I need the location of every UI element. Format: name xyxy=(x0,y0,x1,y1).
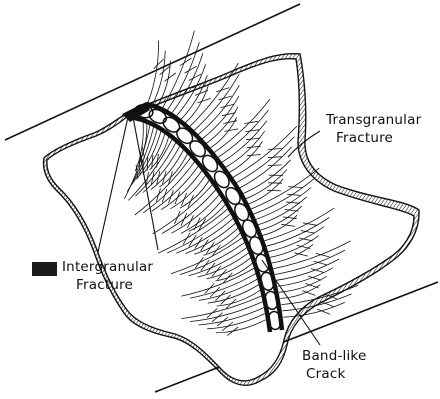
label-transgranular-line2: Fracture xyxy=(326,129,421,147)
label-intergranular-line2: Fracture xyxy=(62,276,153,294)
label-transgranular-line1: Transgranular xyxy=(326,111,421,129)
river-branch xyxy=(165,73,176,81)
label-intergranular: Intergranular Fracture xyxy=(62,258,153,294)
surface-face xyxy=(47,59,414,381)
label-band-like-line2: Crack xyxy=(302,365,366,383)
label-band-like: Band-like Crack xyxy=(302,347,366,383)
label-band-like-line1: Band-like xyxy=(302,347,366,365)
label-transgranular: Transgranular Fracture xyxy=(326,111,421,147)
label-intergranular-line1: Intergranular xyxy=(62,258,153,276)
river-line xyxy=(153,51,166,105)
legend-swatch xyxy=(32,262,57,276)
